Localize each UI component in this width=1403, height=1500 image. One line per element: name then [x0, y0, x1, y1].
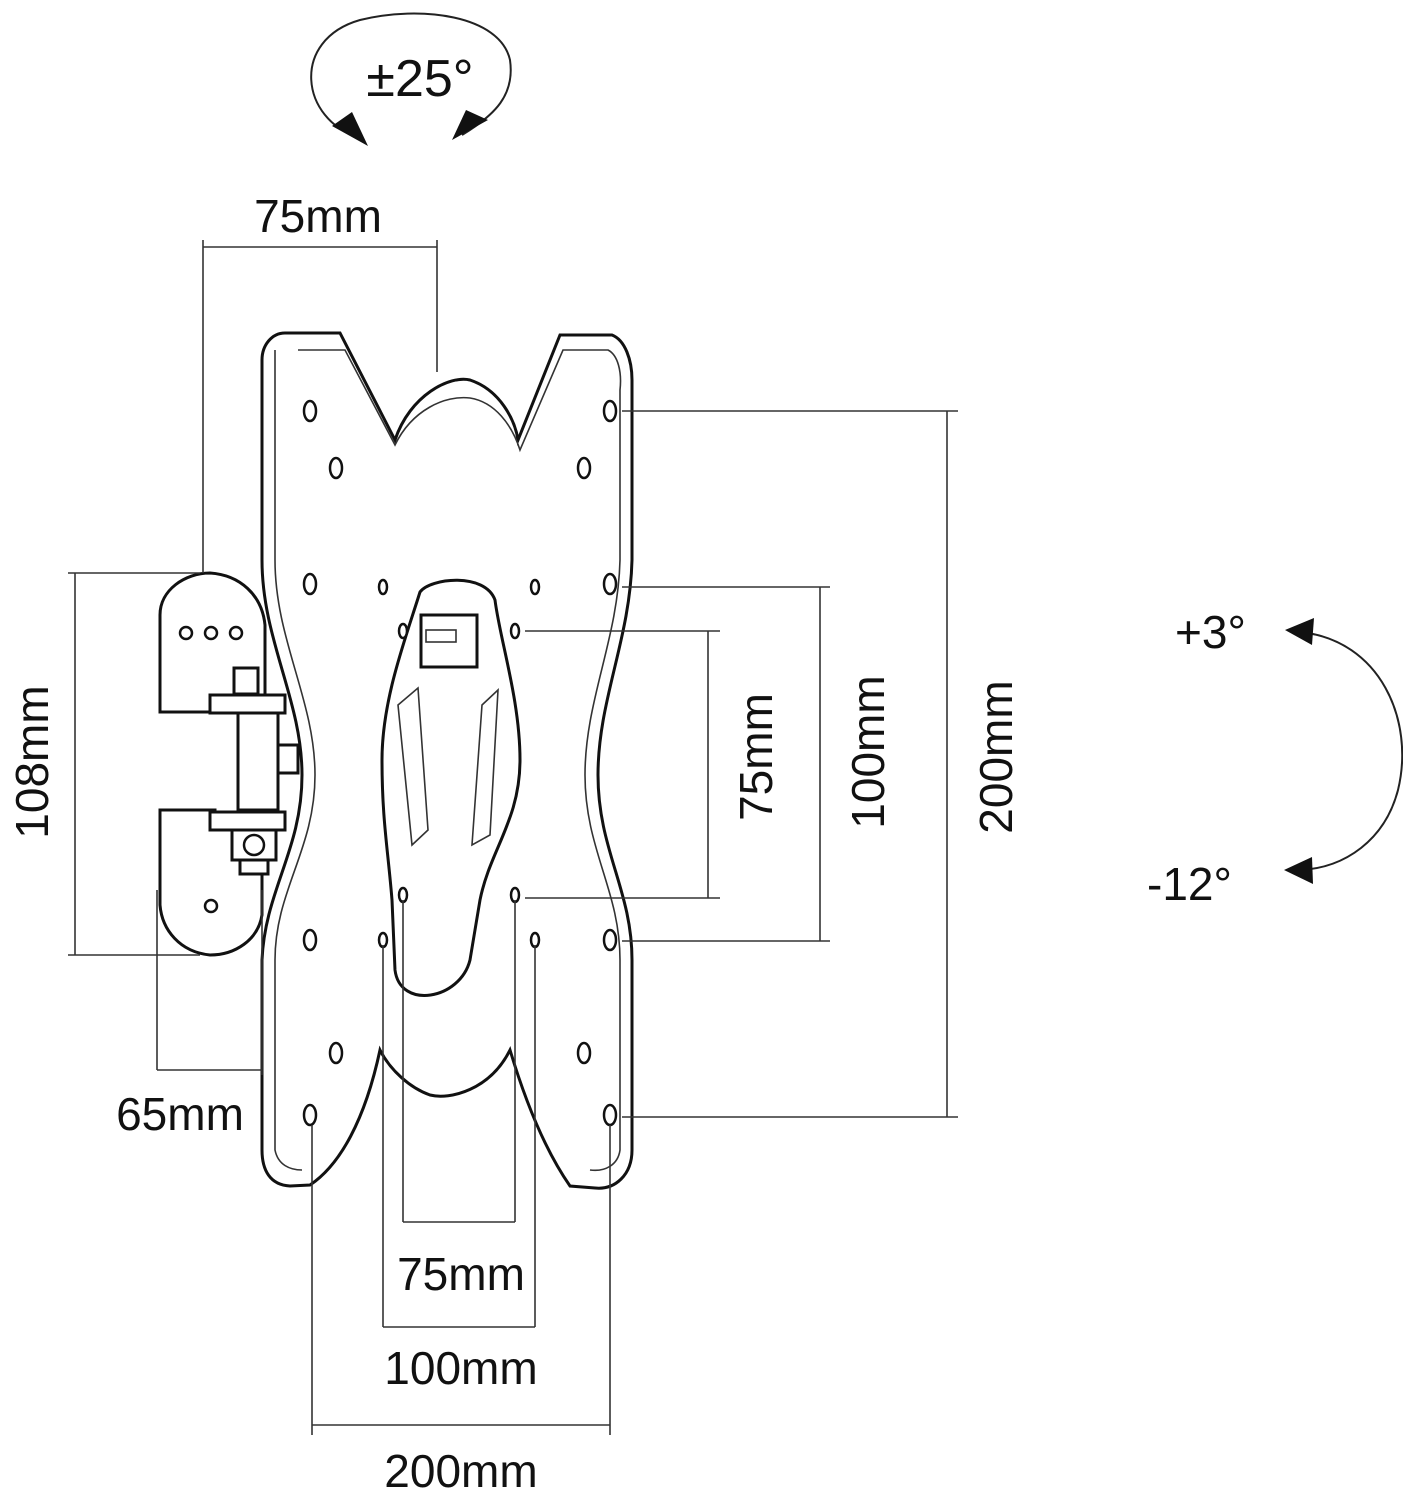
wall-plate-height-label: 108mm [6, 685, 58, 838]
vesa-h75-label: 75mm [397, 1248, 525, 1300]
swivel-rotation-indicator: ±25° [310, 12, 512, 146]
vesa-h100-label: 100mm [384, 1342, 537, 1394]
dimension-labels: 75mm 108mm 65mm 75mm 100mm 200mm 75mm 10… [6, 190, 1022, 1497]
tilt-down-label: -12° [1147, 858, 1232, 910]
swivel-arc-icon [310, 12, 512, 139]
tilt-arrow-down-icon [1284, 857, 1313, 884]
vesa-v75-label: 75mm [730, 693, 782, 821]
dimension-lines [68, 240, 958, 1435]
vesa-plate [260, 331, 634, 1190]
tilt-arrow-up-icon [1285, 618, 1314, 645]
vesa-h200-label: 200mm [384, 1445, 537, 1497]
wall-plate [158, 571, 300, 957]
tilt-up-label: +3° [1175, 606, 1246, 658]
wall-plate-depth-label: 65mm [116, 1088, 244, 1140]
swivel-label: ±25° [366, 50, 473, 108]
vesa-v200-label: 200mm [970, 680, 1022, 833]
vesa-v100-label: 100mm [842, 675, 894, 828]
swivel-arrow-right-icon [452, 110, 488, 140]
tilt-arc-icon [1299, 631, 1403, 871]
center-bracket [380, 578, 522, 997]
vesa-holes [302, 399, 618, 1127]
top-width-label: 75mm [254, 190, 382, 242]
tilt-indicator: +3° -12° [1147, 606, 1403, 910]
swivel-arrow-left-icon [332, 112, 368, 146]
